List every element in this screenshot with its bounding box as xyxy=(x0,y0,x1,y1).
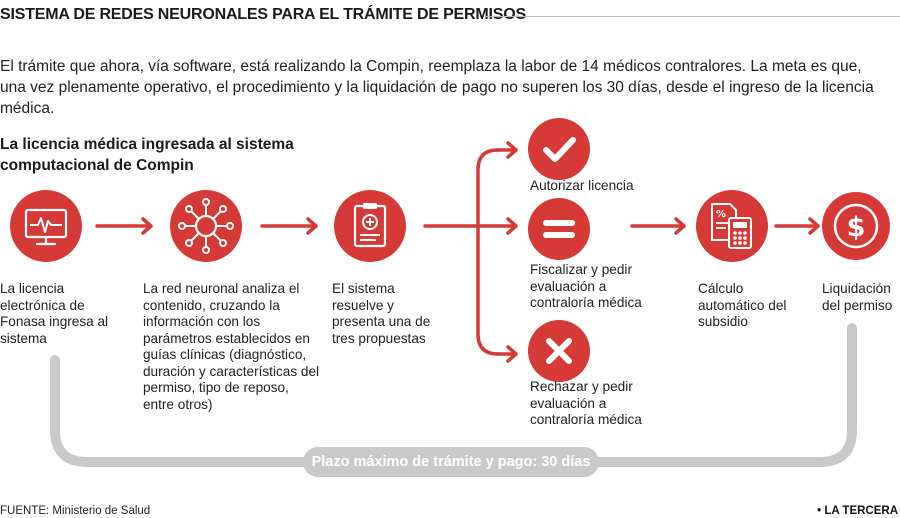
calc-text: Cálculo automático del subsidio xyxy=(698,281,787,329)
flow-subheading: La licencia médica ingresada al sistema … xyxy=(0,136,294,174)
clipboard-cross-icon xyxy=(334,190,406,262)
step-3-text: El sistema resuelve y presenta una de tr… xyxy=(332,281,431,346)
arrow-to-inspect xyxy=(476,217,518,235)
cross-icon xyxy=(528,320,590,382)
calculator-document-icon: % xyxy=(696,190,768,262)
step-1-text: La licencia electrónica de Fonasa ingres… xyxy=(0,281,109,346)
arrow-to-payment xyxy=(774,217,820,235)
arrow-2-to-3 xyxy=(260,217,318,235)
neural-network-icon xyxy=(170,190,242,262)
arrow-1-to-2 xyxy=(95,217,153,235)
option-inspect-text: Fiscalizar y pedir evaluación a contralo… xyxy=(530,262,642,310)
deadline-pill xyxy=(303,447,599,477)
arrow-to-authorize xyxy=(496,141,518,159)
check-icon xyxy=(528,118,590,180)
source-note: FUENTE: Ministerio de Salud xyxy=(0,505,151,517)
svg-text:$: $ xyxy=(847,212,866,243)
equals-icon xyxy=(528,198,590,260)
step-2-text: La red neuronal analiza el contenido, cr… xyxy=(143,281,320,412)
brand-logo: • LA TERCERA xyxy=(817,505,898,517)
svg-text:%: % xyxy=(716,209,726,220)
intro-paragraph: El trámite que ahora, vía software, está… xyxy=(0,58,874,117)
option-reject-text: Rechazar y pedir evaluación a contralorí… xyxy=(530,379,642,427)
title-rule xyxy=(486,16,900,17)
monitor-heartbeat-icon xyxy=(10,190,82,262)
deadline-text: Plazo máximo de trámite y pago: 30 días xyxy=(311,454,591,470)
infographic-title: SISTEMA DE REDES NEURONALES PARA EL TRÁM… xyxy=(0,6,526,23)
branch-connector xyxy=(423,148,500,356)
dollar-coin-icon: $ xyxy=(822,192,890,260)
arrow-to-reject xyxy=(496,345,518,363)
arrow-to-calc xyxy=(630,217,686,235)
payment-text: Liquidación del permiso xyxy=(822,281,893,313)
option-authorize-text: Autorizar licencia xyxy=(530,178,634,193)
